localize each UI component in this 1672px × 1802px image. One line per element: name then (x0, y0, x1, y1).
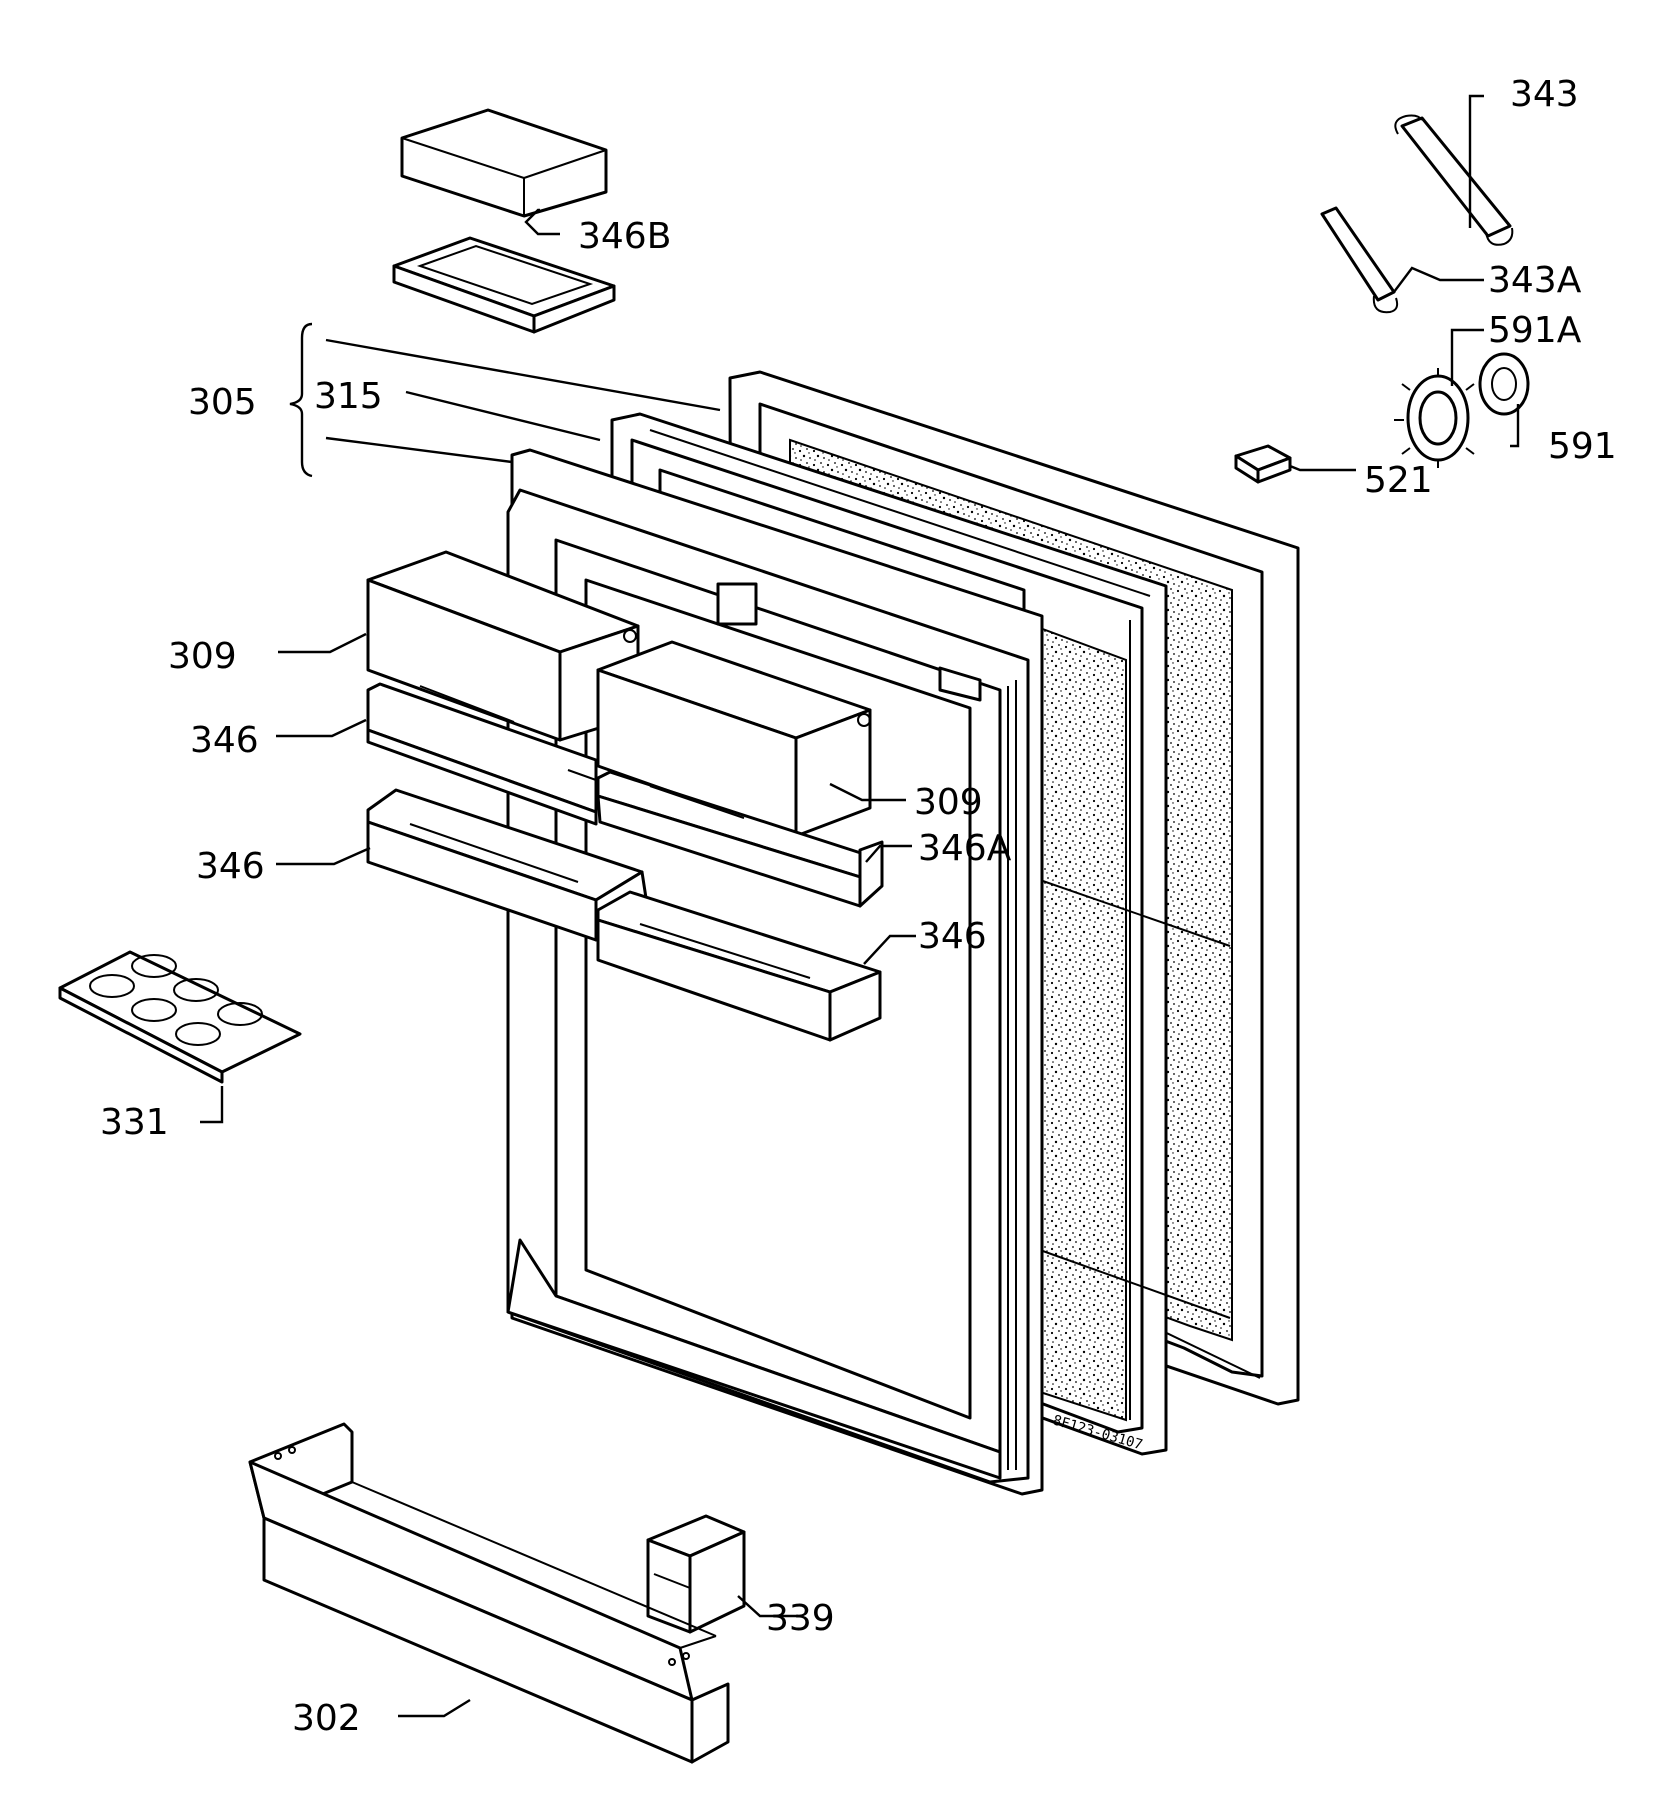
label-309-left: 309 (168, 636, 237, 677)
leader-lines (200, 94, 1520, 1718)
label-591A: 591A (1488, 310, 1582, 351)
gear-ring-591A (1394, 368, 1475, 468)
label-346B: 346B (578, 216, 671, 257)
spanner-tools-343 (1320, 114, 1514, 314)
plug-521 (1234, 444, 1292, 484)
label-305: 305 (188, 382, 257, 423)
label-346-lower-left: 346 (196, 846, 265, 887)
door-box-cover-309-right (596, 640, 872, 838)
label-521: 521 (1364, 460, 1433, 501)
egg-tray-331 (58, 950, 302, 1084)
door-shelf-346A (596, 770, 884, 908)
bottle-shelf-302 (248, 1422, 730, 1764)
label-591: 591 (1548, 426, 1617, 467)
label-346-lower-right: 346 (918, 916, 987, 957)
label-331: 331 (100, 1102, 169, 1143)
door-shelf-346-upper-left (366, 682, 598, 826)
label-309-right: 309 (914, 782, 983, 823)
group-bracket-305 (289, 322, 313, 478)
part-labels: 343 346B 343A 591A 305 315 591 521 309 3… (100, 74, 1617, 1739)
label-343: 343 (1510, 74, 1579, 115)
cap-591 (1478, 352, 1530, 416)
clip-339 (646, 1514, 746, 1634)
label-346A: 346A (918, 828, 1012, 869)
label-339: 339 (766, 1598, 835, 1639)
door-shelf-346-lower-right (596, 890, 882, 1042)
label-343A: 343A (1488, 260, 1582, 301)
butter-dish-346B (392, 108, 616, 334)
label-346-upper-left: 346 (190, 720, 259, 761)
label-315: 315 (314, 376, 383, 417)
label-302: 302 (292, 1698, 361, 1739)
